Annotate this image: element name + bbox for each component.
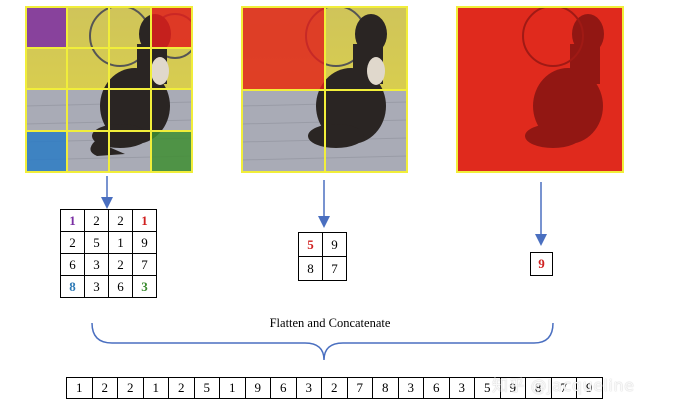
flattened-cell: 6 (270, 377, 297, 399)
blue-region (25, 131, 67, 173)
grid-cell: 2 (108, 209, 133, 232)
flattened-cell: 9 (576, 377, 603, 399)
flattened-cell: 9 (244, 377, 271, 399)
grid-row: 9 (530, 252, 553, 276)
grid-cell: 2 (108, 253, 133, 276)
flattened-cell: 3 (295, 377, 322, 399)
flattened-cell: 1 (66, 377, 93, 399)
red-region (151, 6, 193, 48)
flattened-cell: 1 (219, 377, 246, 399)
grid-cell: 3 (84, 275, 109, 298)
caption: Flatten and Concatenate (269, 316, 391, 330)
grid-cell: 3 (84, 253, 109, 276)
flattened-cell: 2 (91, 377, 118, 399)
grid-cell: 8 (298, 256, 323, 281)
red-region (241, 6, 325, 90)
image-1x1-pooling (456, 6, 624, 173)
grid-cell: 2 (84, 209, 109, 232)
watermark: 知乎 @Jacqueline (492, 376, 635, 395)
pooled-grid-1x1: 9 (530, 252, 553, 276)
grid-cell: 1 (132, 209, 157, 232)
image-4x4-pooling (25, 6, 193, 173)
grid-cell: 5 (84, 231, 109, 254)
grid-cell: 9 (132, 231, 157, 254)
flattened-cell: 5 (193, 377, 220, 399)
flattened-cell: 3 (397, 377, 424, 399)
flattened-cell: 8 (372, 377, 399, 399)
grid-cell: 3 (132, 275, 157, 298)
grid-cell: 1 (60, 209, 85, 232)
grid-cell: 7 (322, 256, 347, 281)
flattened-cell: 3 (448, 377, 475, 399)
grid-cell: 1 (108, 231, 133, 254)
flattened-cell: 7 (346, 377, 373, 399)
flattened-cell: 2 (117, 377, 144, 399)
grid-cell: 6 (60, 253, 85, 276)
flattened-cell: 2 (321, 377, 348, 399)
grid-cell: 2 (60, 231, 85, 254)
image-2x2-pooling (241, 6, 408, 173)
flattened-cell: 2 (168, 377, 195, 399)
green-region (151, 131, 193, 173)
flattened-cell: 1 (142, 377, 169, 399)
grid-cell: 5 (298, 232, 323, 257)
grid-cell: 9 (322, 232, 347, 257)
grid-cell: 7 (132, 253, 157, 276)
flattened-cell: 6 (423, 377, 450, 399)
grid-cell: 8 (60, 275, 85, 298)
grid-cell: 9 (530, 252, 553, 276)
purple-region (25, 6, 67, 48)
grid-cell: 6 (108, 275, 133, 298)
